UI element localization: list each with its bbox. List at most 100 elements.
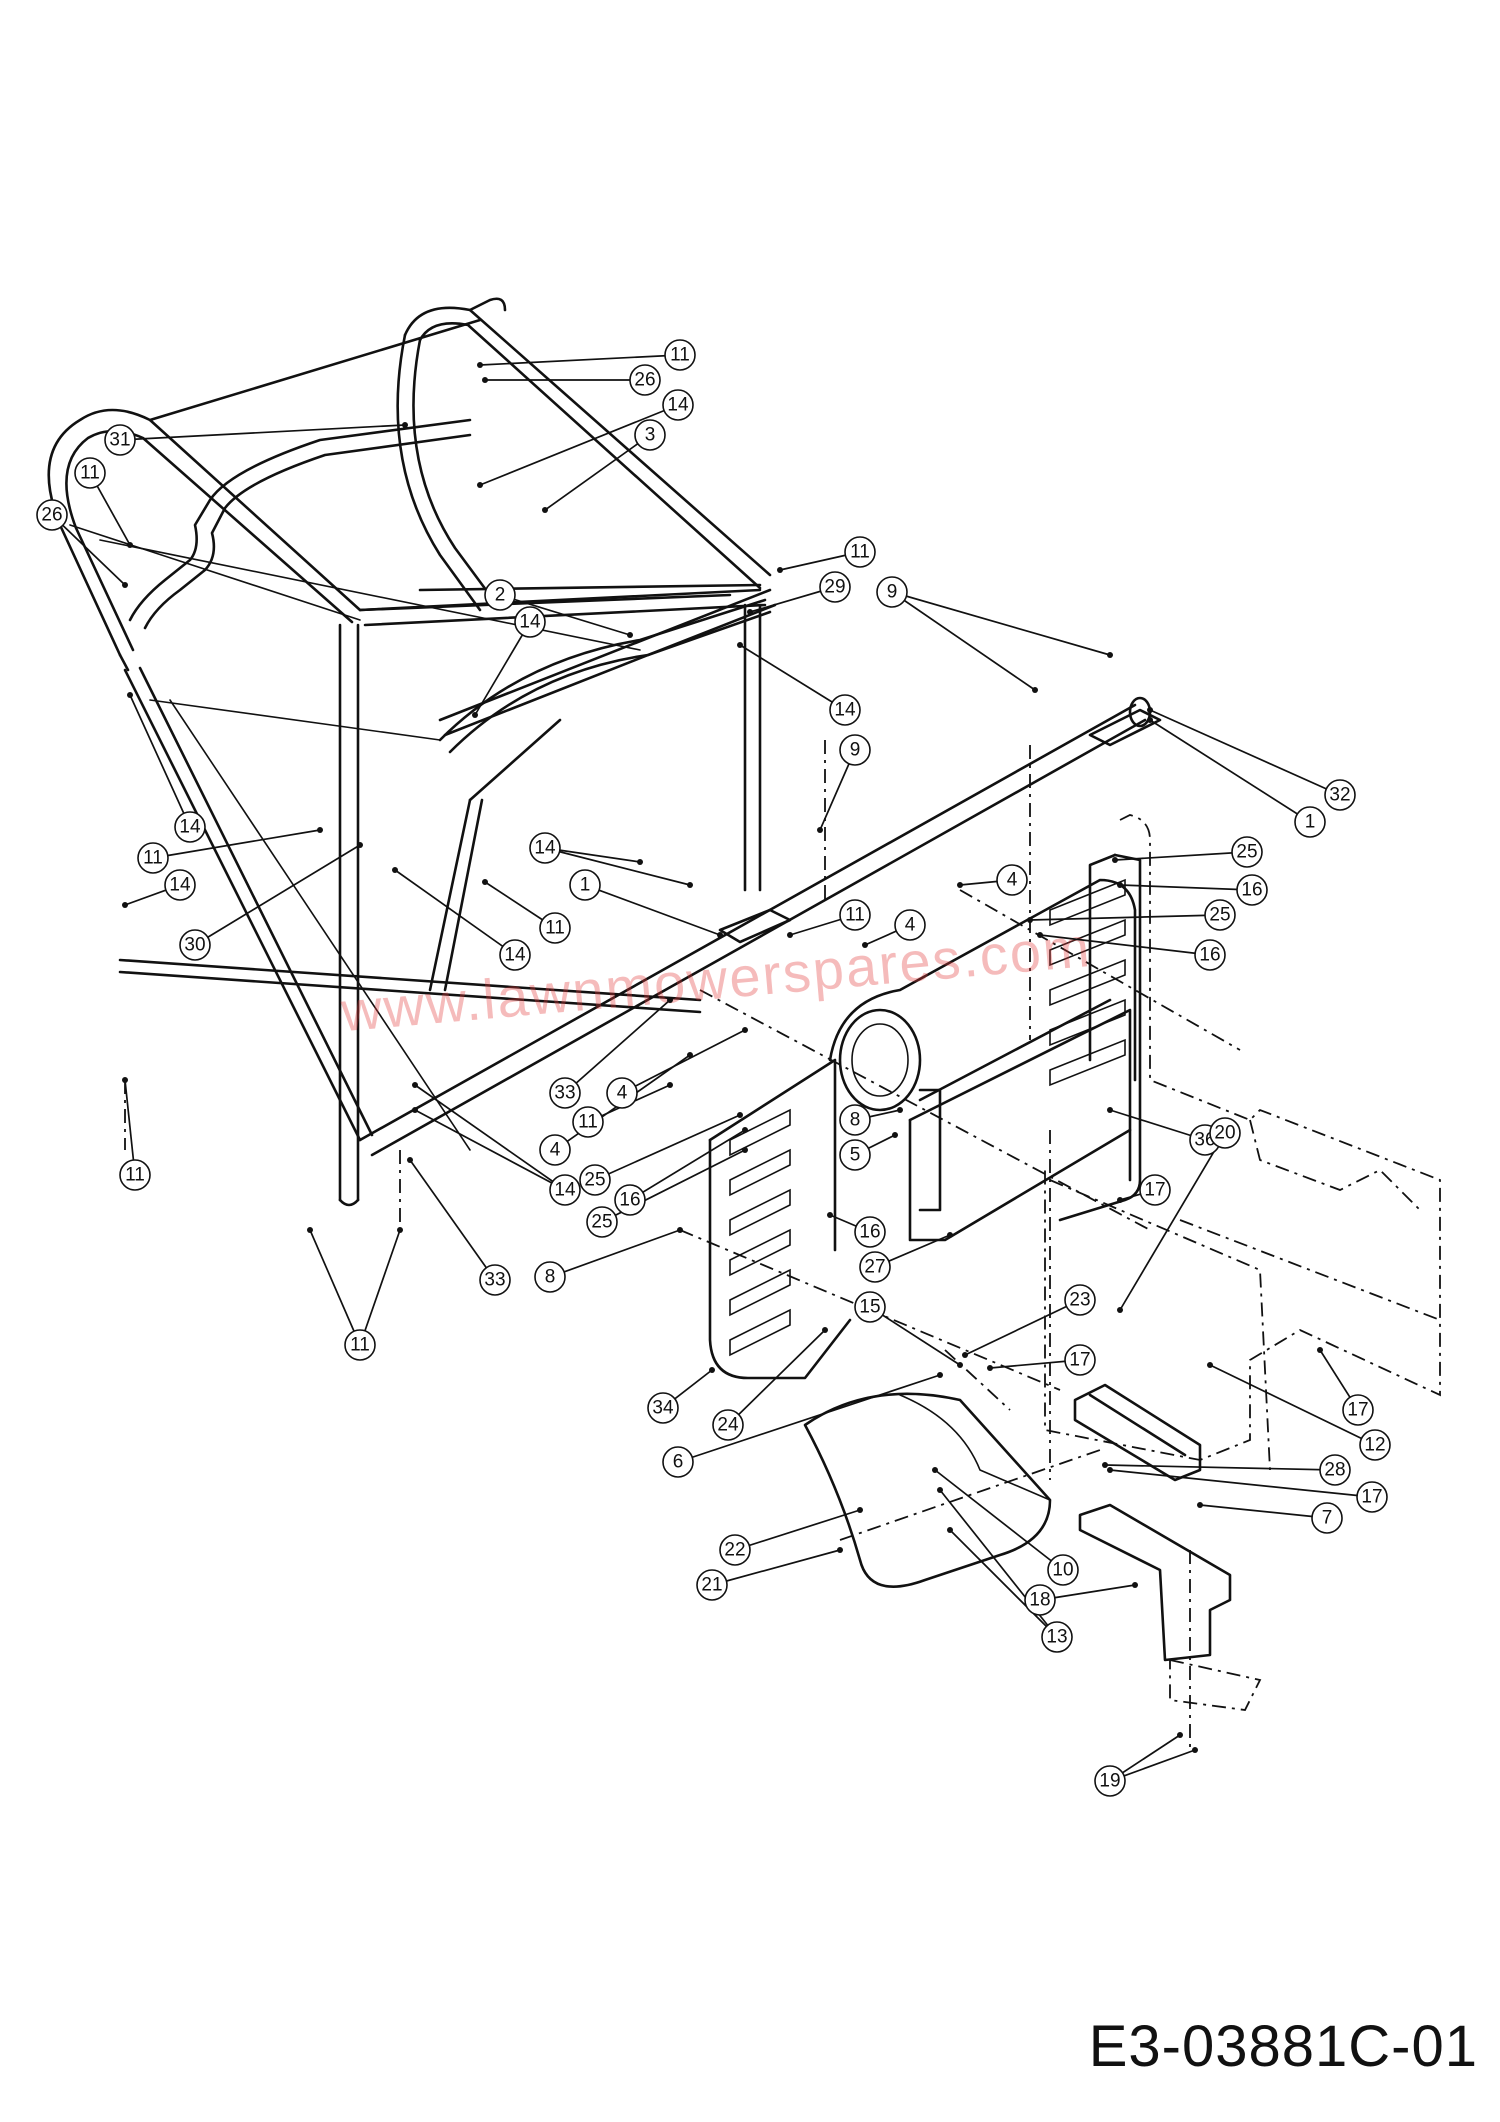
callout-circle bbox=[1231, 836, 1263, 868]
callout-number: 20 bbox=[1214, 1123, 1235, 1144]
leader-arrow-tip bbox=[857, 1507, 863, 1513]
callout-leader-line bbox=[677, 1374, 941, 1463]
callout-circle bbox=[876, 576, 908, 608]
callout-label: 11 bbox=[664, 339, 696, 371]
callout-circle bbox=[539, 912, 571, 944]
leader-arrow-tip bbox=[742, 1027, 748, 1033]
callout-circle bbox=[344, 1329, 376, 1361]
callout-circle bbox=[1319, 1454, 1351, 1486]
callout-label: 25 bbox=[1204, 899, 1236, 931]
callout-number: 29 bbox=[824, 577, 845, 598]
callout-leader-line bbox=[194, 844, 361, 946]
callout-label: 27 bbox=[859, 1251, 891, 1283]
leader-arrow-tip bbox=[717, 932, 723, 938]
callout-circle bbox=[819, 571, 851, 603]
callout-circle bbox=[1236, 874, 1268, 906]
callout-circle bbox=[606, 1077, 638, 1109]
callout-label: 10 bbox=[1047, 1554, 1079, 1586]
leader-arrow-tip bbox=[1037, 932, 1043, 938]
callout-number: 23 bbox=[1069, 1290, 1090, 1311]
callout-leader-line bbox=[739, 644, 846, 711]
callout-circle bbox=[662, 389, 694, 421]
callout-circle bbox=[1204, 899, 1236, 931]
leader-arrow-tip bbox=[1107, 1467, 1113, 1473]
callout-label: 16 bbox=[854, 1216, 886, 1248]
leader-arrow-tip bbox=[1112, 857, 1118, 863]
leader-arrow-tip bbox=[747, 609, 753, 615]
callout-number: 16 bbox=[619, 1190, 640, 1211]
callout-number: 11 bbox=[845, 905, 865, 926]
callout-number: 14 bbox=[667, 395, 689, 416]
leader-arrow-tip bbox=[1192, 1747, 1198, 1753]
callout-number: 16 bbox=[859, 1222, 880, 1243]
callout-number: 11 bbox=[670, 345, 690, 366]
leader-arrow-tip bbox=[1107, 652, 1113, 658]
callout-label: 4 bbox=[894, 909, 926, 941]
leader-arrow-tip bbox=[307, 1227, 313, 1233]
callout-number: 1 bbox=[580, 875, 591, 896]
callout-label: 29 bbox=[819, 571, 851, 603]
callout-label: 18 bbox=[1024, 1584, 1056, 1616]
callout-circle bbox=[1356, 1481, 1388, 1513]
leader-arrow-tip bbox=[1117, 1197, 1123, 1203]
callout-number: 31 bbox=[109, 430, 130, 451]
leader-arrow-tip bbox=[317, 827, 323, 833]
callout-circle bbox=[1324, 779, 1356, 811]
leader-arrow-tip bbox=[1117, 1307, 1123, 1313]
leader-arrow-tip bbox=[987, 1365, 993, 1371]
callout-label: 2 bbox=[484, 579, 516, 611]
callout-number: 32 bbox=[1329, 785, 1350, 806]
callout-circle bbox=[1041, 1621, 1073, 1653]
callout-leader-line bbox=[1109, 1469, 1373, 1498]
callout-number: 10 bbox=[1052, 1560, 1073, 1581]
leader-arrow-tip bbox=[357, 842, 363, 848]
callout-label: 6 bbox=[662, 1446, 694, 1478]
callout-label: 11 bbox=[572, 1106, 604, 1138]
leader-arrow-tip bbox=[932, 1467, 938, 1473]
callout-number: 11 bbox=[80, 463, 100, 484]
callout-leader-line bbox=[394, 869, 516, 956]
callout-leader-line bbox=[414, 1109, 566, 1191]
callout-number: 19 bbox=[1099, 1771, 1120, 1792]
callout-label: 7 bbox=[1311, 1502, 1343, 1534]
callout-label: 26 bbox=[629, 364, 661, 396]
callout-number: 25 bbox=[1236, 842, 1257, 863]
callout-leader-line bbox=[1029, 914, 1221, 921]
callout-circle bbox=[1209, 1117, 1241, 1149]
callout-leader-line bbox=[734, 1509, 861, 1551]
callout-leader-line bbox=[544, 847, 691, 886]
callout-number: 4 bbox=[905, 915, 916, 936]
callout-number: 25 bbox=[591, 1212, 612, 1233]
leader-arrow-tip bbox=[822, 1327, 828, 1333]
callout-label: 1 bbox=[1294, 806, 1326, 838]
callout-circle bbox=[119, 1159, 151, 1191]
callout-leader-line bbox=[621, 1029, 746, 1094]
leader-arrow-tip bbox=[1197, 1502, 1203, 1508]
callout-circle bbox=[629, 364, 661, 396]
callout-number: 11 bbox=[125, 1165, 145, 1186]
leader-arrow-tip bbox=[937, 1372, 943, 1378]
callout-label: 14 bbox=[662, 389, 694, 421]
callout-number: 14 bbox=[504, 945, 526, 966]
callout-leader-line bbox=[414, 1084, 566, 1191]
callout-label: 24 bbox=[712, 1409, 744, 1441]
callout-circle bbox=[647, 1392, 679, 1424]
leader-arrow-tip bbox=[827, 1212, 833, 1218]
leader-arrow-tip bbox=[1147, 717, 1153, 723]
callout-number: 17 bbox=[1069, 1350, 1090, 1371]
leader-arrow-tip bbox=[957, 1362, 963, 1368]
callout-circle bbox=[586, 1206, 618, 1238]
callout-leader-line bbox=[891, 591, 1111, 656]
callout-circle bbox=[839, 734, 871, 766]
callout-label: 11 bbox=[137, 842, 169, 874]
callout-label: 25 bbox=[1231, 836, 1263, 868]
leader-arrow-tip bbox=[742, 1147, 748, 1153]
leader-arrow-tip bbox=[412, 1082, 418, 1088]
leader-arrow-tip bbox=[127, 692, 133, 698]
callout-leader-line bbox=[727, 1329, 826, 1426]
callout-leader-line bbox=[1149, 709, 1341, 796]
callout-number: 26 bbox=[634, 370, 655, 391]
callout-leader-line bbox=[119, 424, 406, 441]
callout-number: 27 bbox=[864, 1257, 885, 1278]
